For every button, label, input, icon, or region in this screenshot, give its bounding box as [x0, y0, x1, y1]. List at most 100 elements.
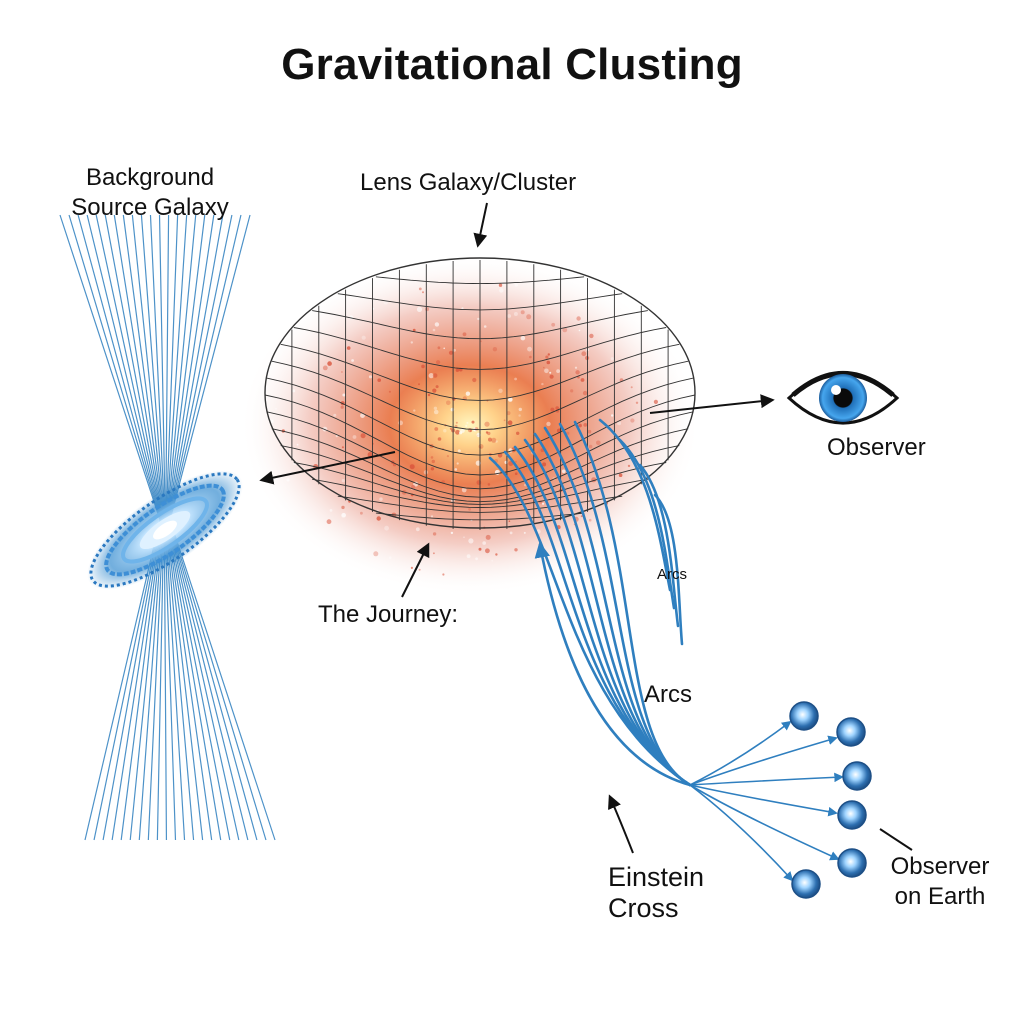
arc-ray — [653, 493, 684, 646]
particle — [547, 353, 550, 356]
particle — [503, 419, 506, 422]
particle — [454, 468, 458, 471]
particle — [465, 391, 471, 396]
particle — [446, 455, 449, 458]
particle — [341, 446, 344, 449]
particle — [425, 307, 430, 312]
grid-line — [293, 327, 667, 370]
particle — [578, 423, 582, 428]
particle — [653, 399, 659, 404]
particle — [412, 328, 416, 332]
particle — [574, 366, 578, 369]
grid-line — [375, 276, 585, 285]
particle — [292, 389, 296, 393]
particle — [433, 552, 435, 555]
particle — [434, 427, 439, 431]
particle — [487, 483, 491, 486]
particle — [509, 531, 513, 535]
particle — [450, 531, 454, 535]
particle — [270, 419, 274, 423]
particle — [630, 386, 633, 389]
particle — [342, 393, 346, 397]
particle — [495, 440, 498, 443]
observer-label: Observer — [827, 434, 926, 461]
particle — [549, 374, 554, 379]
particle — [627, 464, 631, 468]
fan-ray — [689, 772, 844, 786]
grid-line — [280, 445, 680, 503]
arc-ray — [534, 541, 692, 787]
grid-line — [312, 478, 648, 508]
particle — [480, 340, 482, 343]
grid-line — [337, 495, 623, 513]
particle — [520, 310, 525, 315]
particle — [448, 350, 454, 355]
particle — [410, 566, 413, 570]
particle — [373, 551, 379, 557]
particle — [487, 431, 491, 436]
particle — [341, 513, 346, 518]
arc-ray — [618, 438, 676, 610]
particle — [617, 421, 622, 426]
grid-rim — [264, 257, 696, 529]
particle — [583, 423, 588, 427]
particle — [541, 382, 544, 386]
arrow-journey — [401, 542, 430, 598]
fan-ray — [689, 784, 838, 817]
particle — [468, 538, 474, 544]
particle — [327, 361, 332, 366]
particle — [341, 512, 346, 518]
arrow-to-observer — [649, 394, 775, 414]
particle — [377, 378, 382, 383]
particle — [450, 407, 455, 412]
particle — [472, 377, 477, 383]
particle — [518, 407, 522, 412]
particle — [508, 397, 513, 402]
particle — [575, 370, 580, 375]
lensed-image-dot-icon — [842, 761, 872, 791]
particle — [463, 536, 465, 538]
particle — [442, 573, 445, 576]
particle — [432, 373, 438, 378]
lensed-image-dot-icon — [836, 717, 866, 747]
grid-line — [266, 377, 694, 456]
arc-ray — [558, 422, 692, 787]
particle — [483, 325, 487, 328]
lens-label: Lens Galaxy/Cluster — [360, 169, 577, 196]
particle — [561, 469, 566, 474]
grid-line — [293, 462, 667, 505]
particle — [542, 462, 547, 467]
particle — [398, 420, 403, 426]
particle — [635, 401, 639, 404]
particle — [346, 346, 351, 350]
particle — [580, 378, 585, 382]
arc-ray — [598, 418, 672, 592]
particle — [578, 329, 581, 332]
particle — [529, 355, 532, 359]
particle — [555, 406, 559, 410]
particle — [545, 355, 549, 359]
particle — [431, 515, 433, 518]
particle — [556, 369, 560, 373]
particle — [562, 327, 568, 333]
grid-line — [264, 394, 696, 476]
particle — [368, 375, 373, 379]
particle — [516, 431, 520, 435]
particle — [520, 335, 526, 341]
particle — [549, 371, 552, 374]
particle — [518, 414, 521, 417]
particle — [351, 359, 354, 362]
particle — [432, 388, 437, 393]
particle — [498, 283, 503, 287]
lensed-image-dot-icon — [791, 869, 821, 899]
particle — [367, 452, 373, 458]
particle — [432, 532, 437, 536]
lensed-image-dot-icon — [837, 848, 867, 878]
particle — [352, 435, 357, 439]
particle — [468, 507, 471, 511]
arcs-small-label: Arcs — [657, 566, 687, 583]
particle — [286, 478, 290, 482]
particle — [576, 316, 581, 321]
particle — [475, 557, 478, 561]
